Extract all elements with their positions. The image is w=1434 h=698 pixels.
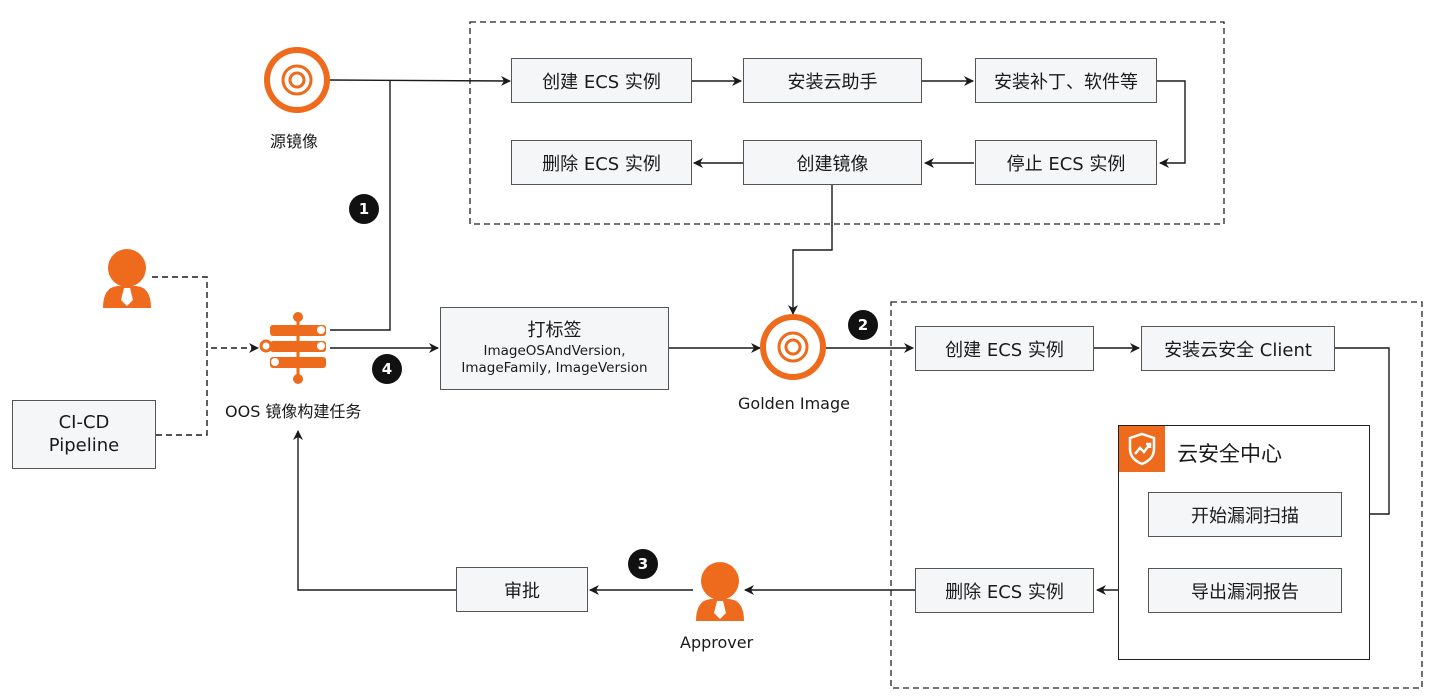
install-cloud-assistant-step: 安装云助手 (743, 58, 922, 103)
delete-ecs-instance-step: 删除 ECS 实例 (511, 140, 692, 185)
security-center-title: 云安全中心 (1177, 442, 1282, 466)
ci-cd-line-1: CI-CD (58, 412, 110, 433)
source-image-label: 源镜像 (270, 132, 319, 151)
scan-pipeline-group (890, 301, 1423, 689)
step-badge-2: 2 (848, 310, 878, 340)
create-ecs-instance-scan-step: 创建 ECS 实例 (915, 326, 1094, 371)
build-pipeline-group (469, 21, 1225, 225)
install-patches-step: 安装补丁、软件等 (975, 58, 1157, 103)
create-image-step: 创建镜像 (743, 140, 922, 185)
start-vuln-scan-step: 开始漏洞扫描 (1148, 492, 1342, 537)
tag-image-box: 打标签 ImageOSAndVersion, ImageFamily, Imag… (440, 307, 669, 390)
shield-icon (1128, 432, 1156, 466)
golden-image-disc-icon (760, 314, 826, 380)
tag-title: 打标签 (527, 320, 582, 342)
step-badge-1: 1 (349, 194, 379, 224)
approver-user-icon (696, 562, 744, 621)
golden-image-label: Golden Image (738, 394, 850, 413)
oos-task-icon (259, 312, 326, 384)
approve-step: 审批 (456, 567, 588, 612)
security-center-icon-bg (1119, 426, 1165, 472)
step-badge-3: 3 (628, 549, 658, 579)
step-badge-4: 4 (372, 354, 402, 384)
ci-cd-pipeline-box: CI-CD Pipeline (12, 400, 156, 469)
export-vuln-report-step: 导出漏洞报告 (1148, 568, 1342, 613)
user-icon (103, 249, 151, 308)
source-image-disc-icon (264, 47, 330, 113)
create-ecs-instance-step: 创建 ECS 实例 (511, 58, 692, 103)
approver-label: Approver (680, 633, 754, 652)
ci-cd-line-2: Pipeline (48, 434, 120, 456)
install-security-client-step: 安装云安全 Client (1141, 326, 1335, 371)
tag-line-1: ImageOSAndVersion, (483, 342, 626, 359)
security-center-panel: 云安全中心 (1118, 425, 1370, 660)
tag-line-2: ImageFamily, ImageVersion (461, 359, 648, 376)
delete-ecs-instance-scan-step: 删除 ECS 实例 (915, 568, 1094, 613)
stop-ecs-instance-step: 停止 ECS 实例 (975, 140, 1157, 185)
oos-task-label: OOS 镜像构建任务 (225, 402, 362, 421)
